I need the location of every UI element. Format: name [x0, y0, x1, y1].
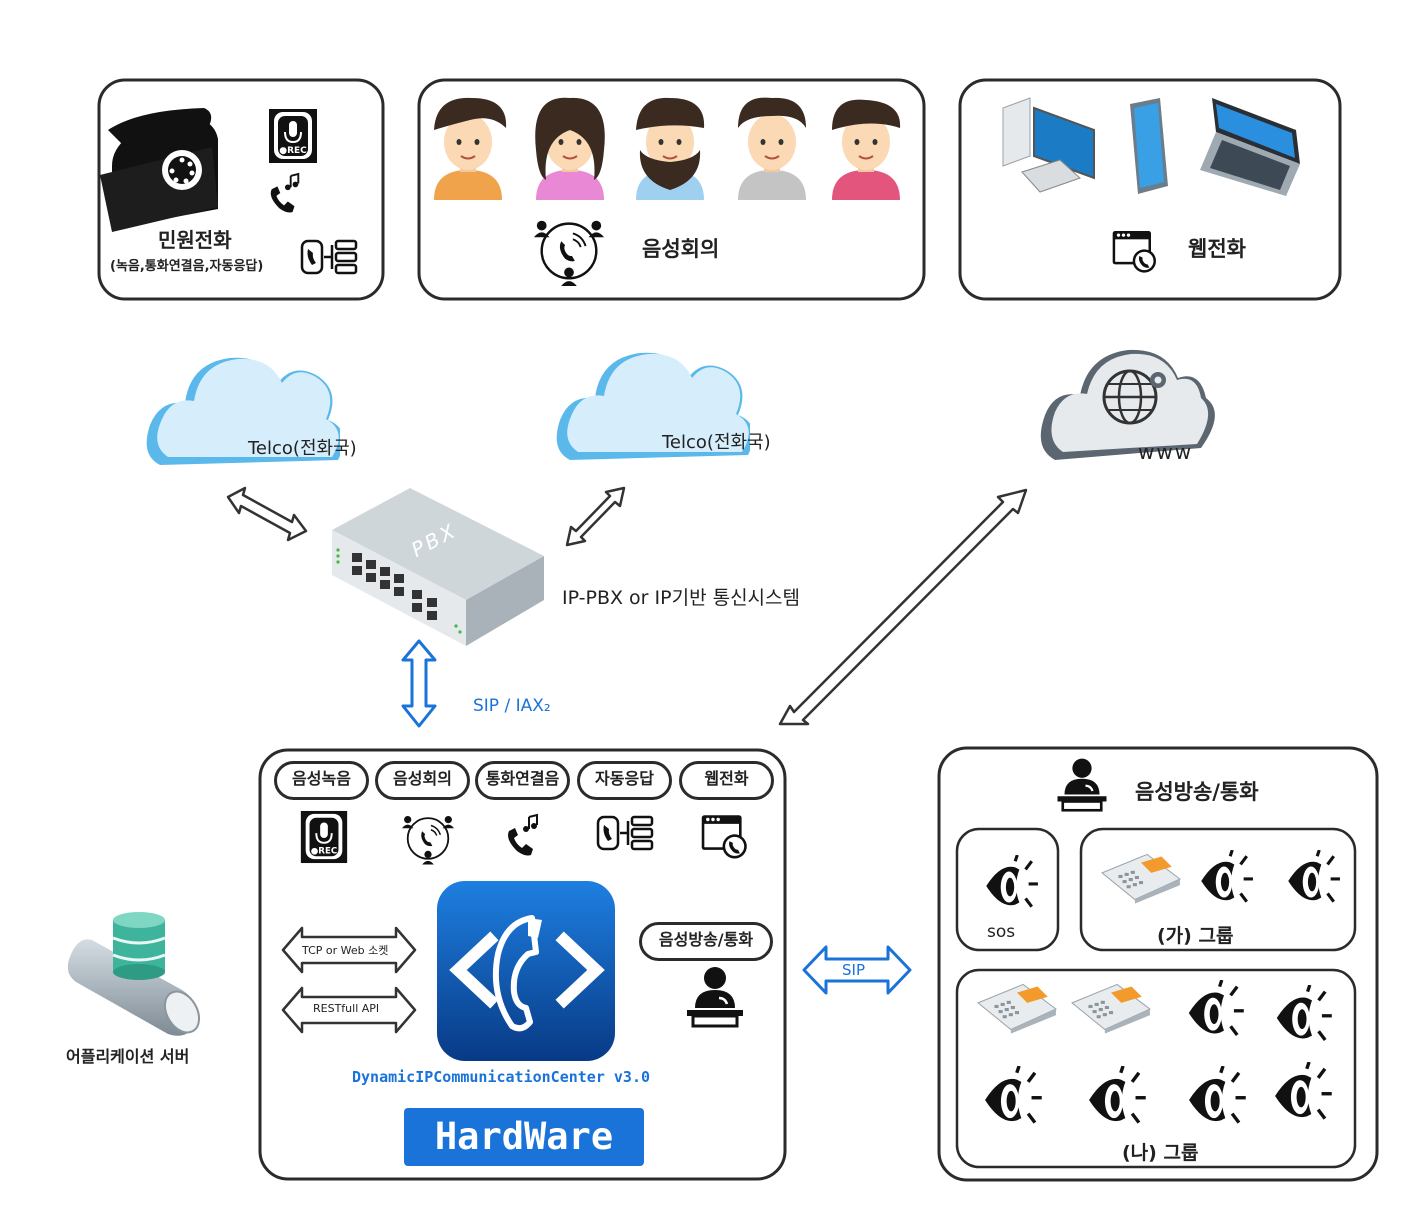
conference-title: 음성회의 — [642, 237, 720, 261]
api-tcp-label: TCP or Web 소켓 — [302, 944, 389, 957]
tab-voice-recording[interactable]: 음성녹음 — [274, 761, 369, 800]
api-rest-label: RESTfull API — [313, 1002, 380, 1015]
panel-title: 음성방송/통화 — [1135, 780, 1259, 804]
telco-left-label: Telco(전화국) — [248, 438, 357, 459]
laptop-icon — [1200, 98, 1300, 196]
group-b-label: (나) 그룹 — [1122, 1142, 1199, 1164]
www-label: www — [1138, 440, 1194, 464]
rotary-phone-icon — [100, 108, 218, 232]
pbx-caption: IP-PBX or IP기반 통신시스템 — [562, 587, 800, 609]
broadcast-pill[interactable]: 음성방송/통화 — [639, 922, 773, 961]
civil-phone-title: 민원전화 — [158, 228, 232, 252]
app-server-label: 어플리케이션 서버 — [66, 1047, 190, 1066]
product-name: DynamicIPCommunicationCenter v3.0 — [352, 1068, 651, 1086]
sip-iax-label: SIP / IAX₂ — [473, 696, 551, 716]
telco-right-label: Telco(전화국) — [662, 432, 771, 453]
group-a-label: (가) 그룹 — [1157, 925, 1234, 947]
app-server-icon — [67, 912, 201, 1036]
dipcc-app-icon — [437, 881, 615, 1061]
tablet-icon — [1130, 98, 1168, 194]
tab-web-phone[interactable]: 웹전화 — [679, 761, 774, 800]
sos-label: sos — [987, 922, 1016, 942]
tab-voice-conference[interactable]: 음성회의 — [375, 761, 470, 800]
pbx-device-icon — [332, 488, 544, 646]
tab-rec-icon — [299, 810, 349, 864]
tab-auto-response[interactable]: 자동응답 — [577, 761, 672, 800]
sip-label: SIP — [842, 961, 865, 979]
web-phone-title: 웹전화 — [1188, 237, 1246, 261]
civil-phone-subtitle: (녹음,통화연결음,자동응답) — [110, 259, 264, 274]
hardware-badge: HardWare — [404, 1108, 644, 1166]
cloud-www-icon — [1040, 349, 1215, 460]
mic-rec-icon — [267, 108, 319, 164]
desktop-computer-icon — [1002, 97, 1095, 193]
tab-ringback-tone[interactable]: 통화연결음 — [475, 761, 570, 800]
